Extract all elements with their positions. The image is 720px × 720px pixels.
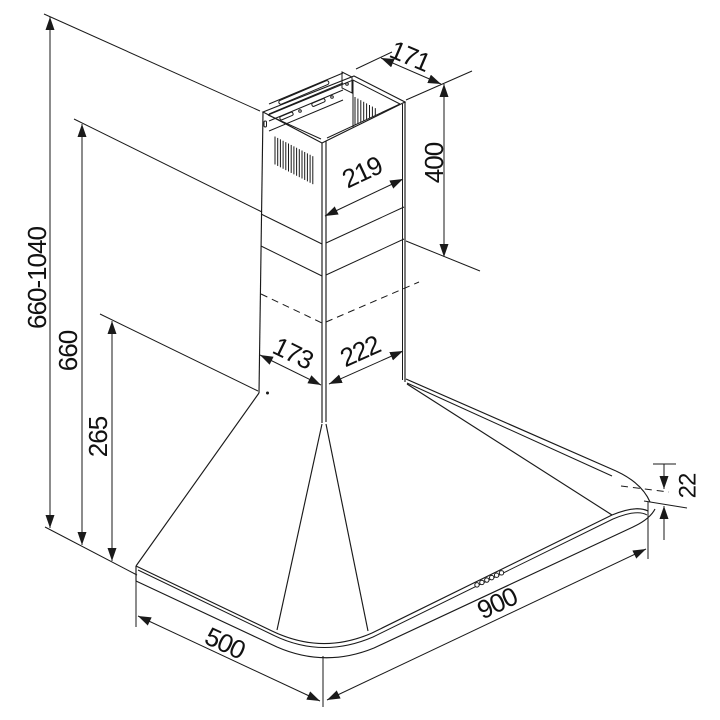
dim-label-total-height: 660-1040 (22, 227, 52, 329)
canopy-front-corner-edge-left (277, 424, 322, 630)
dim-label-chimney-right-width: 222 (335, 329, 385, 373)
bracket-hole (331, 96, 334, 99)
dim-label-chimney-top-depth: 171 (386, 34, 435, 78)
control-button (480, 580, 484, 584)
dimension-rim-height: 22 (621, 464, 702, 540)
dimension-chimney-right-width: 222 (329, 329, 403, 384)
telescopic-dashed-line (261, 282, 419, 323)
canopy-right-ridge (407, 384, 612, 515)
bracket-flange-hole (346, 83, 349, 86)
dimension-baseline (45, 527, 137, 575)
mounting-bracket (269, 72, 352, 131)
vent-grille-inner-wall (355, 97, 375, 125)
dimension-canopy-height: 265 (83, 314, 258, 561)
dim-label-hood-width: 900 (472, 581, 522, 625)
control-button (485, 578, 489, 582)
control-button (494, 573, 498, 577)
dim-label-chimney-left-width: 173 (268, 331, 318, 376)
dim-label-chimney-top-width: 219 (337, 150, 387, 194)
chimney-left-edge (259, 112, 263, 393)
control-button (490, 575, 494, 579)
chimney-top-rim (263, 76, 405, 143)
canopy-back-right-edge (406, 379, 616, 471)
chimney-section-seams (261, 207, 404, 276)
chimney-top-rim-inner-right (327, 104, 400, 138)
bracket-hole (299, 110, 302, 113)
dimension-total-height: 660-1040 (22, 14, 260, 528)
keyhole (264, 121, 267, 127)
chimney-duct-cover (259, 72, 419, 423)
canopy-left-ridge (136, 393, 259, 566)
dim-label-hood-depth: 500 (200, 621, 250, 665)
control-button (475, 583, 479, 587)
dim-label-upper-chimney-height: 400 (419, 142, 449, 183)
vent-grille-left-face (275, 137, 313, 185)
chimney-top-rim-inner-left (268, 115, 321, 139)
bracket-slot (279, 112, 293, 121)
control-button (499, 571, 503, 575)
dimension-min-height: 660 (53, 119, 262, 545)
dim-label-min-height: 660 (53, 330, 83, 371)
dim-label-canopy-height: 265 (83, 416, 113, 457)
dimension-hood-width: 900 (327, 502, 648, 700)
bracket-slot (311, 98, 325, 107)
canopy-front-corner-edge-right (326, 424, 368, 631)
dim-label-rim-height: 22 (675, 473, 702, 498)
dimension-chimney-left-width: 173 (260, 331, 321, 385)
canopy-hood (136, 379, 655, 658)
dimension-hood-depth: 500 (136, 581, 323, 707)
canopy-back-right-hem (407, 383, 612, 476)
bracket-flange (342, 72, 352, 93)
canopy-back-right-corner-arc (616, 471, 650, 502)
dimension-upper-chimney-height: 400 (406, 84, 480, 271)
dimension-chimney-top-width: 219 (325, 150, 403, 216)
canopy-corner-dot (266, 391, 269, 395)
bracket-long-slot (278, 80, 329, 105)
